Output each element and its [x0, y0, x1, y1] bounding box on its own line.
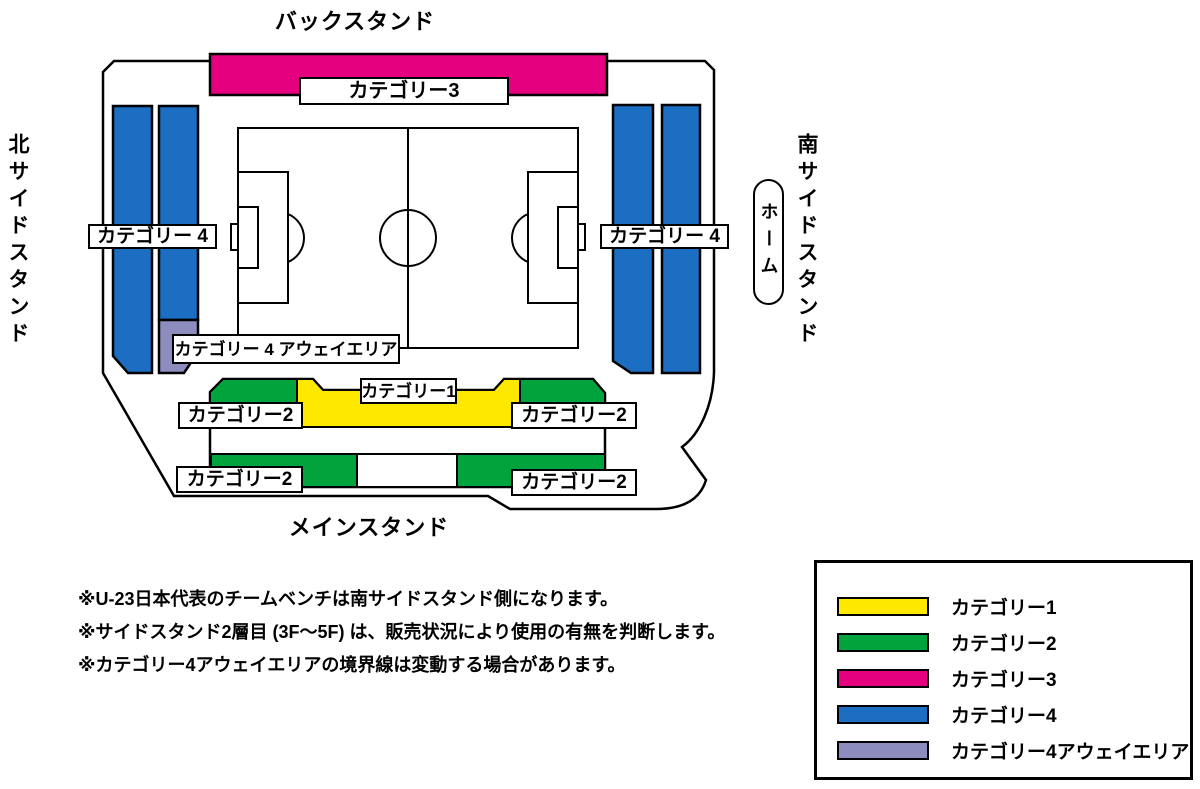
legend-swatch-category2 [837, 633, 929, 652]
home-badge-text: ホーム [758, 201, 779, 283]
category3-label: カテゴリー3 [299, 77, 509, 105]
category4-label-north: カテゴリー 4 [88, 224, 217, 249]
legend-row-category1: カテゴリー1 [837, 593, 1057, 620]
category4-away-label: カテゴリー 4 アウェイエリア [172, 334, 400, 364]
legend-label-category1: カテゴリー1 [951, 598, 1057, 619]
pitch [230, 127, 586, 349]
category2-label-lower-right: カテゴリー2 [511, 469, 637, 496]
legend-swatch-category4-away [837, 741, 929, 760]
note-team-bench: ※U-23日本代表のチームベンチは南サイドスタンド側になります。 [78, 589, 619, 609]
south-stand-title: 南サイドスタンド [795, 133, 818, 349]
penalty-area-left [237, 171, 289, 304]
goal-area-right [557, 206, 579, 269]
goal-area-left [237, 206, 259, 269]
goal-left [230, 223, 239, 251]
legend-label-category3: カテゴリー3 [951, 670, 1057, 691]
category4-section-north-inner [157, 104, 200, 322]
legend-row-category2: カテゴリー2 [837, 629, 1057, 656]
legend-row-category3: カテゴリー3 [837, 665, 1057, 692]
legend-row-category4-away: カテゴリー4アウェイエリア [837, 737, 1189, 764]
legend-row-category4: カテゴリー4 [837, 701, 1057, 728]
center-circle [379, 209, 437, 267]
north-stand-title: 北サイドスタンド [6, 133, 29, 349]
penalty-area-right [527, 171, 579, 304]
main-stand-title: メインスタンド [288, 515, 450, 540]
back-stand-title: バックスタンド [274, 9, 436, 34]
note-away-boundary: ※カテゴリー4アウェイエリアの境界線は変動する場合があります。 [78, 655, 626, 675]
home-badge: ホーム [753, 179, 784, 305]
penalty-arc-right [511, 213, 529, 263]
goal-right [577, 223, 586, 251]
penalty-arc-left [287, 213, 305, 263]
legend: カテゴリー1 カテゴリー2 カテゴリー3 カテゴリー4 カテゴリー4アウェイエリ… [814, 560, 1193, 780]
legend-swatch-category4 [837, 705, 929, 724]
north-stand-title-text: 北サイドスタンド [6, 133, 29, 349]
category2-label-upper-right: カテゴリー2 [511, 402, 637, 429]
legend-label-category4-away: カテゴリー4アウェイエリア [951, 742, 1190, 763]
category4-label-south: カテゴリー 4 [600, 224, 729, 249]
category2-label-upper-left: カテゴリー2 [178, 402, 303, 429]
legend-swatch-category1 [837, 597, 929, 616]
legend-label-category4: カテゴリー4 [951, 706, 1057, 727]
south-stand-title-text: 南サイドスタンド [795, 133, 818, 349]
legend-swatch-category3 [837, 669, 929, 688]
main-stand-center-gap [356, 453, 458, 488]
legend-label-category2: カテゴリー2 [951, 634, 1057, 655]
note-side-stand-tiers: ※サイドスタンド2層目 (3F～5F) は、販売状況により使用の有無を判断します… [78, 622, 726, 642]
category2-label-lower-left: カテゴリー2 [176, 466, 303, 493]
category1-label: カテゴリー1 [360, 378, 457, 404]
